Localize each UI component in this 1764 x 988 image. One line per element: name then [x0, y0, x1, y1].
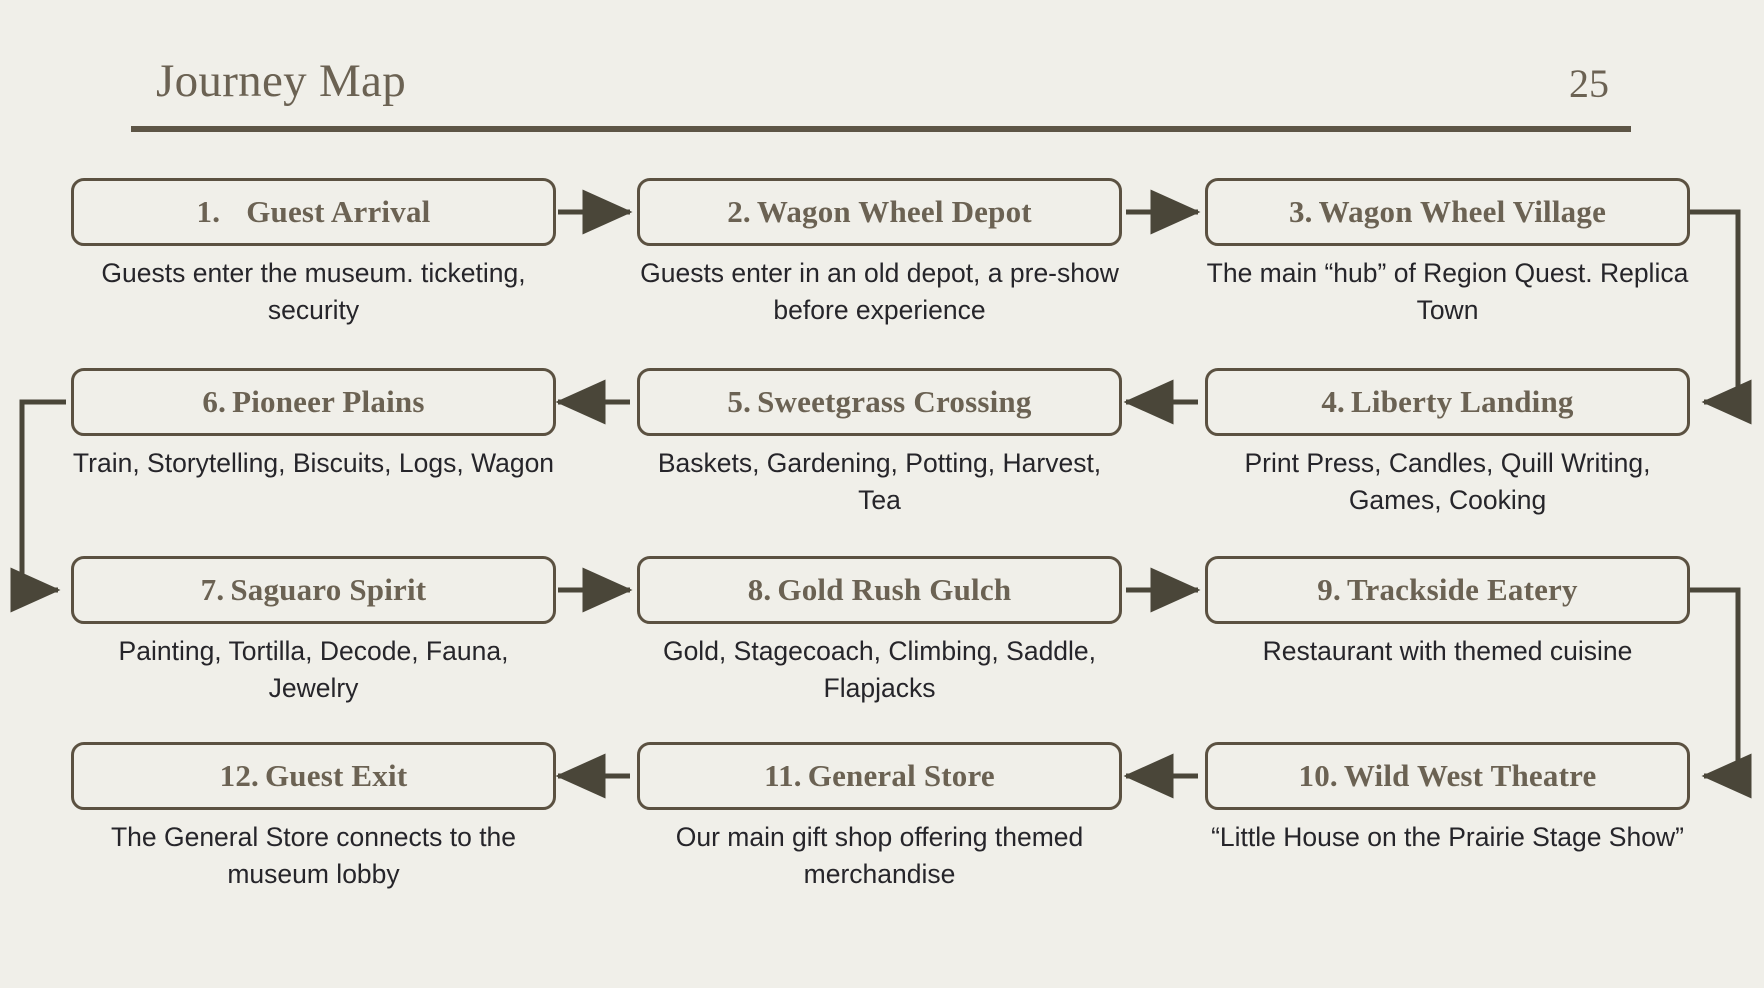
node-title: 1. Guest Arrival	[197, 194, 431, 230]
node-7-saguaro-spirit[interactable]: 7.Saguaro Spirit Painting, Tortilla, Dec…	[71, 556, 556, 706]
node-label: General Store	[807, 758, 995, 793]
node-box[interactable]: 1. Guest Arrival	[71, 178, 556, 246]
node-number: 5.	[727, 384, 752, 419]
node-box[interactable]: 6.Pioneer Plains	[71, 368, 556, 436]
node-box[interactable]: 3.Wagon Wheel Village	[1205, 178, 1690, 246]
node-box[interactable]: 7.Saguaro Spirit	[71, 556, 556, 624]
page-number: 25	[1569, 61, 1609, 106]
node-caption: “Little House on the Prairie Stage Show”	[1211, 822, 1684, 852]
node-8-gold-rush-gulch[interactable]: 8.Gold Rush Gulch Gold, Stagecoach, Clim…	[637, 556, 1122, 706]
node-caption: Gold, Stagecoach, Climbing, Saddle, Flap…	[662, 636, 1097, 703]
node-caption: The main “hub” of Region Quest. Replica …	[1206, 258, 1689, 325]
node-number: 3.	[1288, 194, 1313, 229]
node-label: Wagon Wheel Village	[1318, 194, 1607, 229]
node-label: Wagon Wheel Depot	[756, 194, 1032, 229]
node-1-guest-arrival[interactable]: 1. Guest Arrival Guests enter the museum.…	[71, 178, 556, 328]
page-header: Journey Map 25	[131, 30, 1631, 132]
node-5-sweetgrass-crossing[interactable]: 5.Sweetgrass Crossing Baskets, Gardening…	[637, 368, 1122, 518]
node-caption: Guests enter in an old depot, a pre-show…	[640, 258, 1119, 325]
connector-6-to-7	[10, 399, 66, 613]
node-title: 9.Trackside Eatery	[1317, 572, 1577, 608]
node-box[interactable]: 4.Liberty Landing	[1205, 368, 1690, 436]
node-number: 1.	[196, 194, 221, 229]
node-caption: Painting, Tortilla, Decode, Fauna, Jewel…	[118, 636, 509, 703]
node-title: 6.Pioneer Plains	[202, 384, 424, 420]
node-title: 5.Sweetgrass Crossing	[727, 384, 1031, 420]
node-title: 8.Gold Rush Gulch	[748, 572, 1012, 608]
connector-3-to-4	[1690, 209, 1752, 425]
node-number: 6.	[202, 384, 227, 419]
node-number: 12.	[219, 758, 259, 793]
node-number: 9.	[1317, 572, 1341, 607]
node-box[interactable]: 9.Trackside Eatery	[1205, 556, 1690, 624]
node-label: Pioneer Plains	[232, 384, 425, 419]
node-number: 11.	[764, 758, 802, 793]
node-box[interactable]: 2.Wagon Wheel Depot	[637, 178, 1122, 246]
node-label: Wild West Theatre	[1343, 758, 1597, 793]
node-box[interactable]: 12.Guest Exit	[71, 742, 556, 810]
node-title: 4.Liberty Landing	[1321, 384, 1573, 420]
node-box[interactable]: 8.Gold Rush Gulch	[637, 556, 1122, 624]
node-caption: Baskets, Gardening, Potting, Harvest, Te…	[657, 448, 1102, 515]
node-number: 2.	[727, 194, 751, 229]
node-label: Saguaro Spirit	[230, 572, 427, 607]
node-caption: Restaurant with themed cuisine	[1262, 636, 1633, 666]
node-label: Gold Rush Gulch	[777, 572, 1012, 607]
node-box[interactable]: 5.Sweetgrass Crossing	[637, 368, 1122, 436]
node-title: 11.General Store	[764, 758, 995, 794]
node-number: 4.	[1321, 384, 1345, 419]
node-number: 8.	[747, 572, 772, 607]
node-box[interactable]: 11.General Store	[637, 742, 1122, 810]
node-4-liberty-landing[interactable]: 4.Liberty Landing Print Press, Candles, …	[1205, 368, 1690, 518]
node-label: Sweetgrass Crossing	[757, 384, 1032, 419]
node-11-general-store[interactable]: 11.General Store Our main gift shop offe…	[637, 742, 1122, 892]
node-title: 10.Wild West Theatre	[1299, 758, 1597, 794]
node-title: 3.Wagon Wheel Village	[1289, 194, 1606, 230]
node-2-wagon-wheel-depot[interactable]: 2.Wagon Wheel Depot Guests enter in an o…	[637, 178, 1122, 328]
node-9-trackside-eatery[interactable]: 9.Trackside Eatery Restaurant with theme…	[1205, 556, 1690, 670]
node-number: 10.	[1298, 758, 1338, 793]
node-label: Trackside Eatery	[1346, 572, 1578, 607]
node-3-wagon-wheel-village[interactable]: 3.Wagon Wheel Village The main “hub” of …	[1205, 178, 1690, 328]
node-caption: Train, Storytelling, Biscuits, Logs, Wag…	[72, 448, 555, 478]
node-6-pioneer-plains[interactable]: 6.Pioneer Plains Train, Storytelling, Bi…	[71, 368, 556, 482]
connector-9-to-10	[1690, 587, 1752, 799]
header-divider	[131, 126, 1631, 132]
node-caption: Guests enter the museum. ticketing, secu…	[101, 258, 526, 325]
page-title: Journey Map	[156, 55, 407, 107]
node-title: 12.Guest Exit	[220, 758, 408, 794]
node-caption: Our main gift shop offering themed merch…	[675, 822, 1084, 889]
node-10-wild-west-theatre[interactable]: 10.Wild West Theatre “Little House on th…	[1205, 742, 1690, 856]
node-label: Guest Exit	[264, 758, 408, 793]
node-title: 7.Saguaro Spirit	[201, 572, 427, 608]
node-title: 2.Wagon Wheel Depot	[727, 194, 1032, 230]
node-caption: Print Press, Candles, Quill Writing, Gam…	[1244, 448, 1651, 515]
node-number: 7.	[200, 572, 225, 607]
node-12-guest-exit[interactable]: 12.Guest Exit The General Store connects…	[71, 742, 556, 892]
node-label: Liberty Landing	[1351, 384, 1574, 419]
node-box[interactable]: 10.Wild West Theatre	[1205, 742, 1690, 810]
node-label: Guest Arrival	[246, 194, 431, 229]
node-caption: The General Store connects to the museum…	[110, 822, 517, 889]
